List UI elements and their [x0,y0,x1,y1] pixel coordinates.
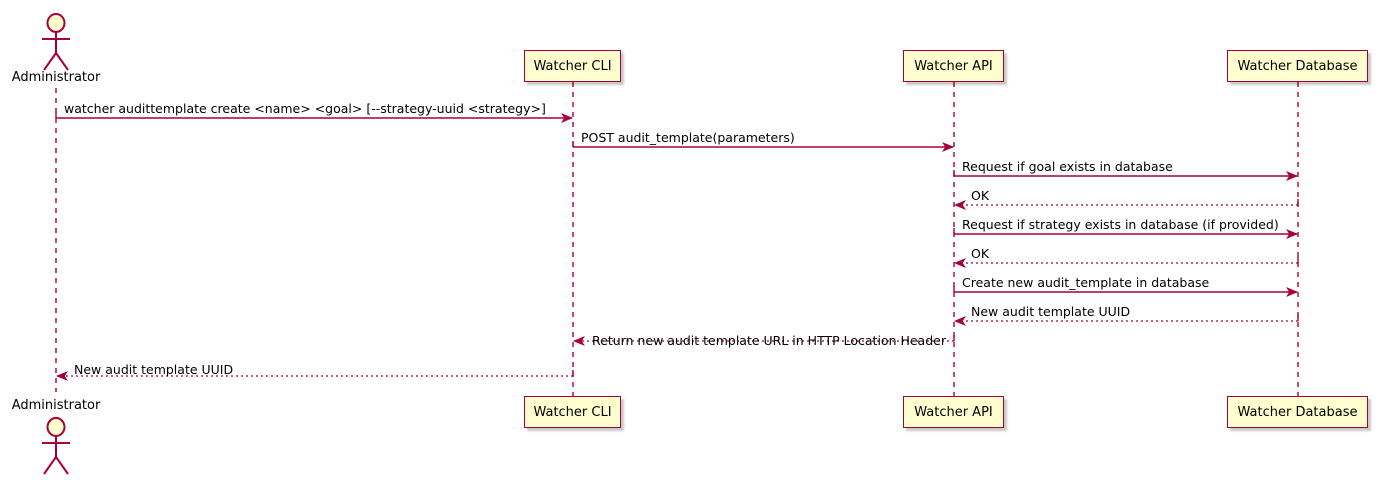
actor-label-administrator-bottom: Administrator [11,398,101,413]
message-label-10: New audit template UUID [74,362,234,377]
message-label-3: Request if goal exists in database [962,159,1173,174]
message-label-8: New audit template UUID [971,304,1131,319]
participant-box-watcher-database[interactable]: Watcher Database [1227,50,1368,82]
message-label-5: Request if strategy exists in database (… [962,217,1279,232]
participant-box-watcher-cli-bottom[interactable]: Watcher CLI [524,396,621,428]
actor-glyph-administrator [42,13,70,71]
participant-label-watcher-database: Watcher Database [1237,58,1358,74]
actor-glyphs-group [42,13,70,475]
message-label-4: OK [971,188,990,203]
participant-label-watcher-cli: Watcher CLI [533,404,612,420]
participant-box-watcher-database-bottom[interactable]: Watcher Database [1227,396,1368,428]
participant-label-watcher-database: Watcher Database [1237,404,1358,420]
participant-label-watcher-cli: Watcher CLI [533,58,612,74]
participant-label-watcher-api: Watcher API [914,404,993,420]
participant-label-watcher-api: Watcher API [914,58,993,74]
actor-label-administrator: Administrator [11,70,101,85]
message-label-1: watcher audittemplate create <name> <goa… [64,101,546,116]
actor-glyph-administrator [42,417,70,475]
participant-box-watcher-api[interactable]: Watcher API [903,50,1004,82]
message-label-2: POST audit_template(parameters) [581,130,795,145]
participant-box-watcher-cli[interactable]: Watcher CLI [524,50,621,82]
arrows-group [55,112,1299,381]
message-label-9: Return new audit template URL in HTTP Lo… [592,333,946,348]
message-label-7: Create new audit_template in database [962,275,1210,290]
message-label-6: OK [971,246,990,261]
participant-box-watcher-api-bottom[interactable]: Watcher API [903,396,1004,428]
